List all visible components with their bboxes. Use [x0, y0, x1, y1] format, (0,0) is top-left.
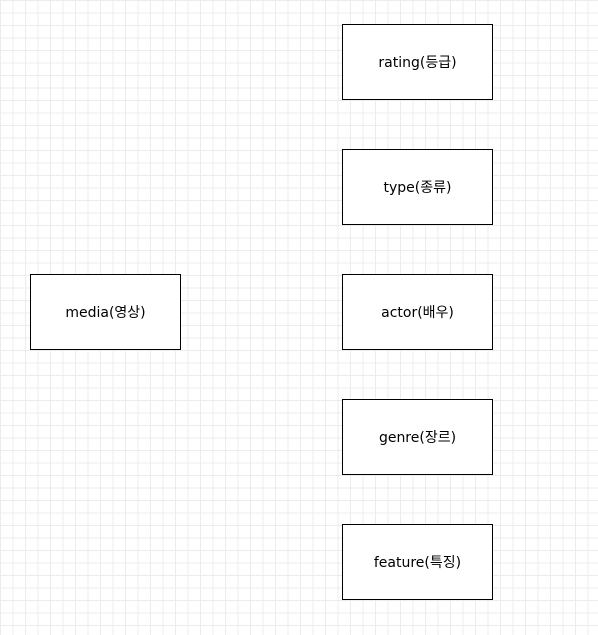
feature-node[interactable]: feature(특징)	[342, 524, 493, 600]
actor-node[interactable]: actor(배우)	[342, 274, 493, 350]
type-node-label: type(종류)	[383, 180, 452, 196]
media-node-label: media(영상)	[65, 305, 146, 321]
rating-node[interactable]: rating(등급)	[342, 24, 493, 100]
genre-node-label: genre(장르)	[378, 430, 457, 446]
type-node[interactable]: type(종류)	[342, 149, 493, 225]
feature-node-label: feature(특징)	[373, 555, 462, 571]
rating-node-label: rating(등급)	[378, 55, 457, 71]
genre-node[interactable]: genre(장르)	[342, 399, 493, 475]
actor-node-label: actor(배우)	[381, 305, 454, 321]
media-node[interactable]: media(영상)	[30, 274, 181, 350]
